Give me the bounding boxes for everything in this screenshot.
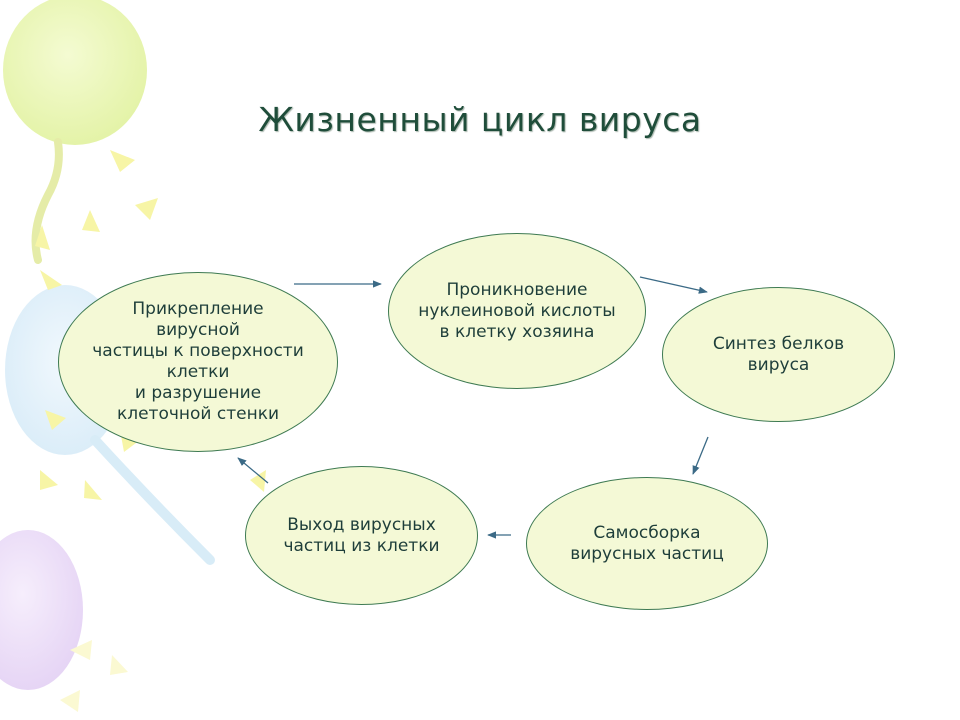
stage-label-line: клетки: [166, 362, 230, 382]
stage-label-line: в клетку хозяина: [439, 321, 595, 342]
faint-ray-decoration: [60, 640, 128, 712]
stage-label-line: Синтез белков: [712, 333, 845, 354]
stage-label-line: и разрушение: [134, 383, 262, 403]
yellow-balloon-shape: [3, 0, 147, 264]
stage-label-line: Выход вирусных: [287, 514, 436, 535]
stage-label-line: клеточной стенки: [116, 404, 280, 424]
stage-label-line: частиц из клетки: [283, 535, 440, 556]
stage-release[interactable]: Выход вирусных частиц из клетки: [245, 466, 478, 605]
stage-self-assembly[interactable]: Самосборка вирусных частиц: [526, 477, 768, 610]
stage-label-line: Проникновение: [446, 279, 588, 300]
stage-label-line: Самосборка: [593, 522, 701, 543]
stage-label: Прикрепление вирусной частицы к поверхно…: [92, 299, 304, 425]
stage-label: Выход вирусных частиц из клетки: [283, 515, 439, 557]
stage-label-line: нуклеиновой кислоты: [418, 300, 616, 321]
stage-label-line: вирусной: [156, 320, 240, 340]
stage-label-line: Прикрепление: [132, 299, 264, 319]
violet-balloon-shape: [0, 530, 83, 690]
stage-label: Синтез белков вируса: [713, 334, 844, 376]
stage-label-line: вирусных частиц: [570, 543, 724, 564]
stage-attachment[interactable]: Прикрепление вирусной частицы к поверхно…: [58, 272, 338, 452]
slide-title: Жизненный цикл вируса: [258, 100, 702, 139]
stage-protein-synthesis[interactable]: Синтез белков вируса: [662, 287, 895, 422]
stage-label-line: вируса: [747, 354, 810, 375]
stage-label: Проникновение нуклеиновой кислоты в клет…: [418, 280, 615, 343]
stage-penetration[interactable]: Проникновение нуклеиновой кислоты в клет…: [388, 233, 646, 389]
stage-label-line: частицы к поверхности: [92, 341, 304, 361]
stage-label: Самосборка вирусных частиц: [570, 523, 724, 565]
